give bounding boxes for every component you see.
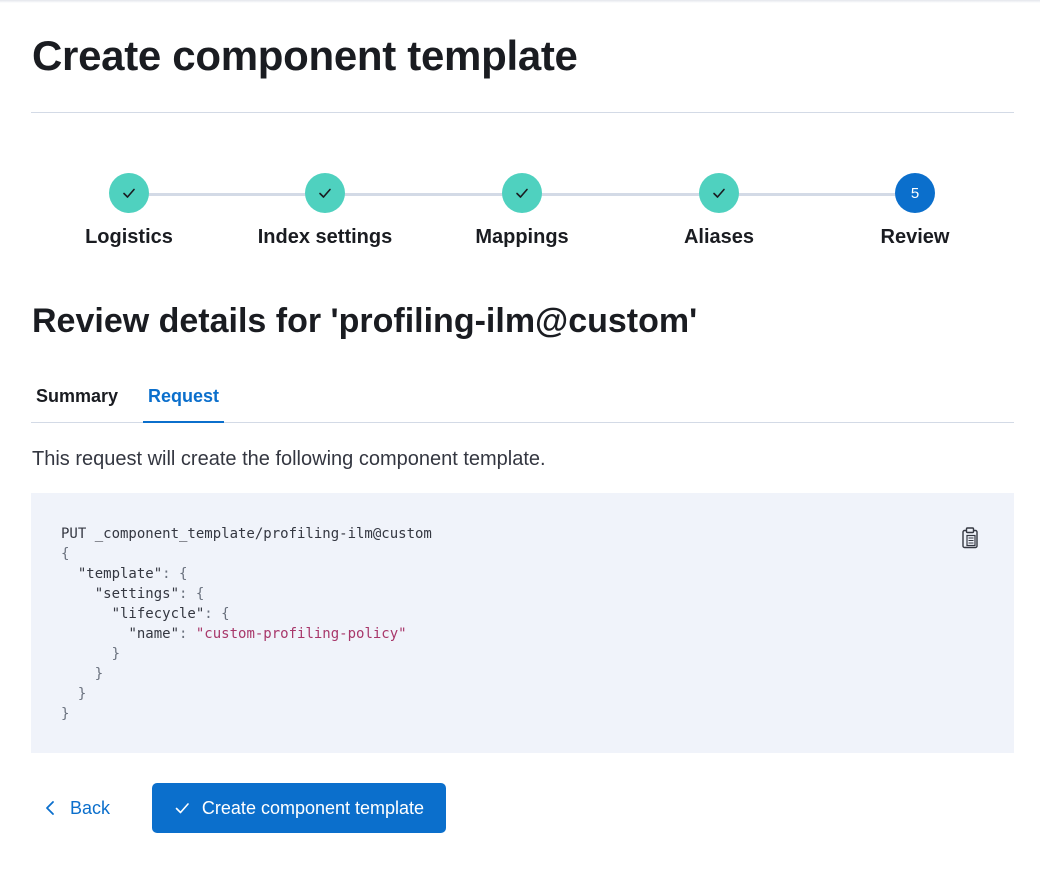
steps-progress: Logistics Index settings Mappings Aliase… [31, 172, 1014, 262]
back-button[interactable]: Back [34, 783, 134, 833]
code-key-name: "name" [128, 626, 180, 642]
create-component-template-button[interactable]: Create component template [152, 783, 446, 833]
request-code: PUT _component_template/profiling-ilm@cu… [61, 526, 432, 722]
title-divider [31, 112, 1014, 113]
back-button-label: Back [70, 797, 111, 818]
step-index-settings[interactable]: Index settings [227, 172, 423, 249]
tab-summary[interactable]: Summary [36, 386, 119, 406]
step-label: Review [880, 226, 950, 248]
code-key-lifecycle: "lifecycle" [111, 606, 205, 622]
clipboard-icon[interactable] [958, 525, 982, 551]
review-title: Review details for 'profiling-ilm@custom… [32, 302, 698, 340]
create-button-label: Create component template [201, 797, 425, 818]
check-icon [109, 173, 149, 213]
code-block: PUT _component_template/profiling-ilm@cu… [31, 493, 1014, 753]
code-value-name: "custom-profiling-policy" [195, 626, 407, 642]
chevron-left-icon [44, 800, 56, 816]
step-label: Aliases [683, 226, 755, 248]
page-title: Create component template [32, 32, 578, 79]
step-logistics[interactable]: Logistics [31, 172, 227, 249]
check-icon [305, 173, 345, 213]
check-icon [699, 173, 739, 213]
step-review[interactable]: 5 Review [817, 172, 1013, 249]
step-label: Logistics [85, 226, 173, 248]
step-number: 5 [895, 173, 935, 213]
step-label: Index settings [257, 226, 393, 248]
step-mappings[interactable]: Mappings [424, 172, 620, 249]
code-key-template: "template" [77, 566, 163, 582]
code-key-settings: "settings" [94, 586, 180, 602]
check-icon [502, 173, 542, 213]
code-method-line: PUT _component_template/profiling-ilm@cu… [61, 526, 432, 542]
check-icon [174, 800, 190, 816]
request-description: This request will create the following c… [32, 448, 546, 470]
step-label: Mappings [475, 226, 569, 248]
tab-request[interactable]: Request [143, 386, 225, 423]
tab-bar: Summary Request [31, 372, 1014, 423]
top-shadow [0, 0, 1040, 3]
step-aliases[interactable]: Aliases [621, 172, 817, 249]
